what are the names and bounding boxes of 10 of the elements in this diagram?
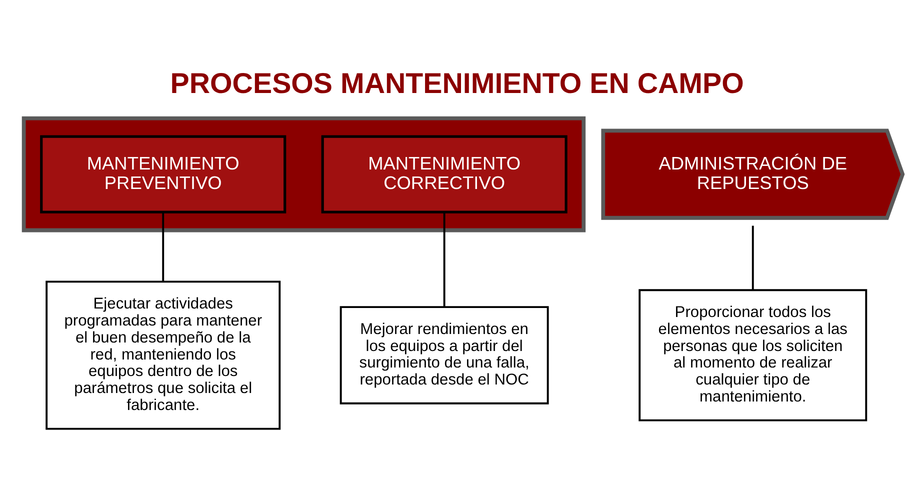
node-box: Ejecutar actividades programadas para mantener el buen desempeño de la red, manteniendo los equipos dentro de los parámetros que solicita el fabricante. <box>46 280 281 430</box>
cluster <box>22 116 586 232</box>
node-box: Proporcionar todos los elementos necesarios a las personas que los soliciten al momento de realizar cualquier tipo de mantenimiento. <box>638 288 868 421</box>
node-box: Mejorar rendimientos en los equipos a partir del surgimiento de una falla, reportada desde el NOC <box>340 306 549 404</box>
connector <box>443 212 446 306</box>
node-box: MANTENIMIENTO PREVENTIVO <box>40 134 286 213</box>
node-box: MANTENIMIENTO CORRECTIVO <box>321 134 568 213</box>
diagram-title: PROCESOS MANTENIMIENTO EN CAMPO <box>170 68 744 100</box>
connector <box>752 225 754 290</box>
connector <box>162 212 164 281</box>
